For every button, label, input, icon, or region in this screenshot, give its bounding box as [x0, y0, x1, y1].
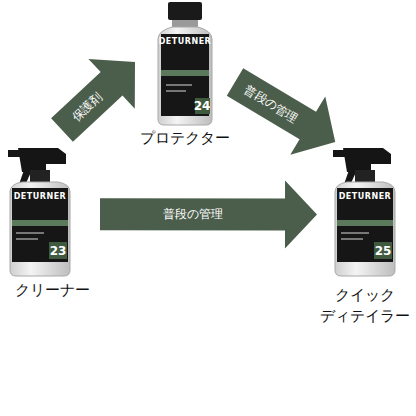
product-node: プロテクター — [135, 2, 235, 150]
brand-name: DETURNER — [159, 38, 212, 46]
product-name: プロテクター — [140, 128, 230, 150]
product-number: 25 — [375, 245, 392, 257]
product-name: クイック ディテイラー — [320, 285, 410, 329]
product-node: クイック ディテイラー — [317, 142, 413, 328]
cleaner-spray-bottle — [8, 148, 70, 276]
block-arrow — [227, 68, 335, 155]
detailer-spray-bottle — [333, 148, 395, 276]
brand-name: DETURNER — [339, 193, 392, 201]
block-arrow — [51, 59, 135, 142]
block-arrow — [100, 181, 317, 249]
protector-bottle — [158, 2, 212, 125]
product-name: クリーナー — [15, 280, 90, 302]
arrow-label: 普段の管理 — [162, 208, 222, 220]
product-number: 24 — [194, 100, 211, 112]
product-number: 23 — [50, 245, 67, 257]
brand-name: DETURNER — [14, 193, 67, 201]
product-node: クリーナー — [5, 130, 100, 302]
